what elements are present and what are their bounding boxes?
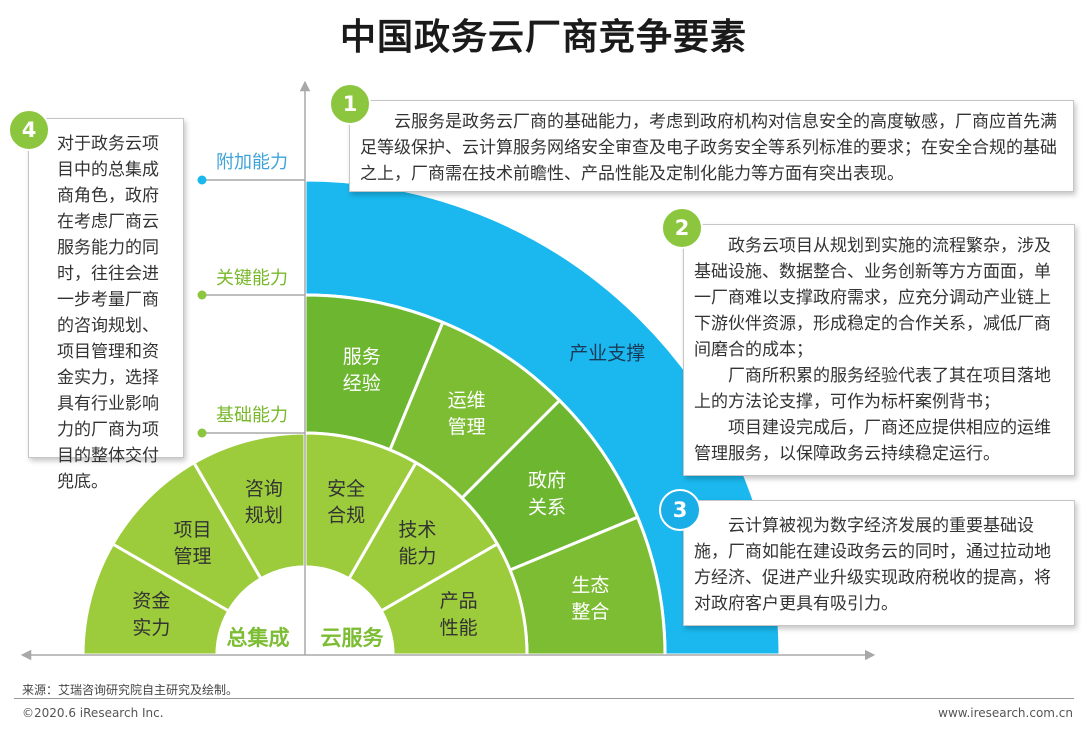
note-badge-2: 2 <box>661 207 703 249</box>
core-label-left: 总集成 <box>227 626 290 650</box>
note-box-3: 云计算被视为数字经济发展的重要基础设施，厂商如能在建设政务云的同时，通过拉动地方… <box>683 500 1075 626</box>
level-dot <box>197 175 207 185</box>
note-badge-4: 4 <box>8 109 50 151</box>
ring-inner-right-segment-label: 产品性能 <box>440 590 478 639</box>
note-badge-1: 1 <box>329 83 371 125</box>
page-title: 中国政务云厂商竞争要素 <box>339 17 747 58</box>
level-dot <box>197 290 207 300</box>
level-label-middle: 关键能力 <box>216 268 288 289</box>
source-note: 来源：艾瑞咨询研究院自主研究及绘制。 <box>22 683 239 697</box>
level-label-bottom: 基础能力 <box>216 405 288 426</box>
ring-inner-left-segment-label: 项目管理 <box>174 519 212 568</box>
note-box-2: 政务云项目从规划到实施的流程繁杂，涉及基础设施、数据整合、业务创新等方方面面，单… <box>683 224 1075 476</box>
note-box-4: 对于政务云项目中的总集成商角色，政府在考虑厂商云服务能力的同时，往往会进一步考量… <box>28 118 184 492</box>
ring-inner-left-segment-label: 资金实力 <box>132 590 170 639</box>
copyright: ©2020.6 iResearch Inc. <box>22 706 164 720</box>
core-label-right: 云服务 <box>320 626 384 650</box>
website-link[interactable]: www.iresearch.com.cn <box>938 706 1073 720</box>
ring-middle-segment-label: 运维管理 <box>448 389 486 438</box>
ring-inner-left-segment-label: 咨询规划 <box>245 478 283 527</box>
note-box-1: 云服务是政务云厂商的基础能力，考虑到政府机构对信息安全的高度敏感，厂商应首先满足… <box>349 100 1074 192</box>
ring-outer-label: 产业支撑 <box>569 342 645 364</box>
note-1-text: 云服务是政务云厂商的基础能力，考虑到政府机构对信息安全的高度敏感，厂商应首先满足… <box>360 112 1057 184</box>
note-2-para-3: 项目建设完成后，厂商还应提供相应的运维管理服务，以保障政务云持续稳定运行。 <box>694 418 1051 464</box>
ring-middle-segment-label: 生态整合 <box>571 575 609 624</box>
level-label-top: 附加能力 <box>216 152 288 173</box>
footer-divider <box>14 698 1074 699</box>
ring-middle-segment-label: 服务经验 <box>343 346 381 395</box>
ring-inner-right-segment-label: 安全合规 <box>327 478 365 527</box>
note-2-para-1: 政务云项目从规划到实施的流程繁杂，涉及基础设施、数据整合、业务创新等方方面面，单… <box>694 236 1051 360</box>
ring-middle-segment-label: 政府关系 <box>528 470 566 519</box>
note-2-para-2: 厂商所积累的服务经验代表了其在项目落地上的方法论支撑，可作为标杆案例背书； <box>694 366 1051 412</box>
note-badge-3: 3 <box>659 489 701 531</box>
note-3-text: 云计算被视为数字经济发展的重要基础设施，厂商如能在建设政务云的同时，通过拉动地方… <box>694 516 1051 614</box>
level-dot <box>197 428 207 438</box>
ring-inner-right-segment-label: 技术能力 <box>398 519 436 568</box>
note-4-text: 对于政务云项目中的总集成商角色，政府在考虑厂商云服务能力的同时，往往会进一步考量… <box>57 134 159 492</box>
